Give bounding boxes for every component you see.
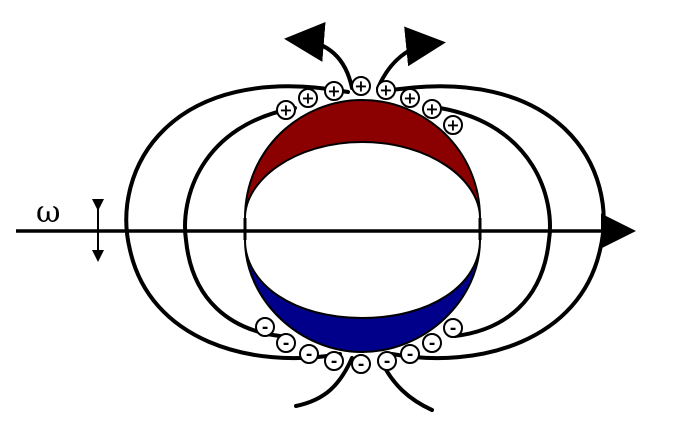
field-line-inner-right — [438, 106, 552, 338]
upper-charge-band — [244, 98, 481, 219]
negative-charge: - — [276, 333, 296, 353]
negative-charges: - - - - - - - - - — [255, 317, 463, 374]
negative-charge: - — [377, 351, 397, 371]
svg-text:+: + — [403, 89, 416, 108]
svg-text:-: - — [450, 319, 457, 338]
omega-label: ω — [36, 195, 60, 230]
positive-charge: + — [298, 88, 318, 108]
arrow-top-right — [376, 26, 446, 90]
svg-text:-: - — [358, 355, 365, 374]
negative-charge: - — [443, 318, 463, 338]
positive-charges: + + + + + + + + — [276, 76, 463, 135]
svg-text:+: + — [446, 116, 459, 135]
svg-text:+: + — [379, 81, 392, 100]
negative-charge: - — [400, 344, 420, 364]
negative-charge: - — [299, 344, 319, 364]
positive-charge: + — [400, 88, 420, 108]
positive-charge: + — [443, 115, 463, 135]
positive-charge: + — [422, 99, 442, 119]
svg-text:-: - — [283, 334, 290, 353]
positive-charge: + — [376, 80, 396, 100]
lower-charge-band — [244, 239, 481, 354]
svg-text:-: - — [262, 318, 269, 337]
positive-charge: + — [351, 76, 371, 96]
negative-charge: - — [422, 333, 442, 353]
svg-text:-: - — [331, 352, 338, 371]
svg-text:-: - — [407, 345, 414, 364]
negative-charge: - — [351, 354, 371, 374]
ring-outline — [243, 218, 482, 240]
svg-text:+: + — [425, 100, 438, 119]
arrow-top-left — [284, 21, 354, 90]
svg-text:-: - — [306, 345, 313, 364]
negative-charge: - — [255, 317, 275, 337]
svg-text:-: - — [429, 334, 436, 353]
field-line-bottom-left — [294, 356, 354, 408]
negative-charge: - — [324, 351, 344, 371]
field-line-outer-left — [124, 84, 350, 361]
field-line-inner-left — [183, 106, 297, 338]
svg-text:+: + — [327, 82, 340, 101]
svg-text:+: + — [301, 89, 314, 108]
svg-text:-: - — [384, 352, 391, 371]
svg-text:+: + — [354, 77, 367, 96]
positive-charge: + — [324, 81, 344, 101]
svg-text:+: + — [279, 101, 292, 120]
positive-charge: + — [276, 100, 296, 120]
